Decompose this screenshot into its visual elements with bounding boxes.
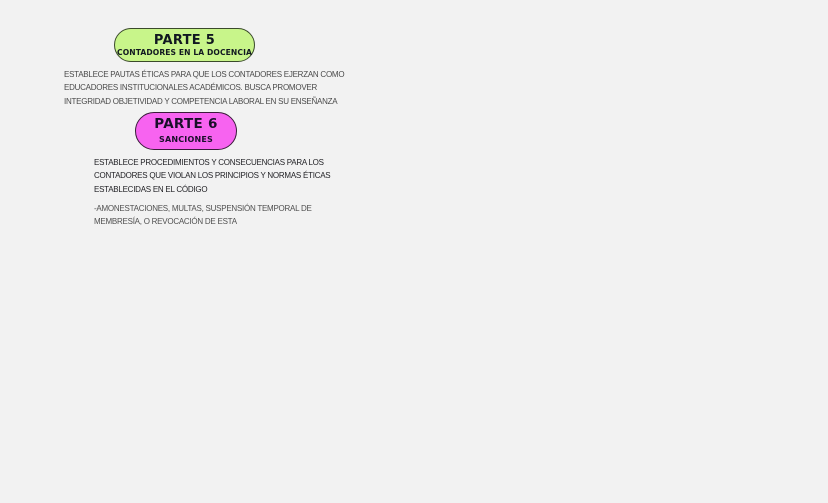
section-note-parte-6: -Amonestaciones, multas, suspensión temp…: [94, 202, 312, 229]
description-line: Establece pautas éticas para que los con…: [64, 70, 345, 79]
section-pill-parte-5: PARTE 5 CONTADORES EN LA DOCENCIA: [114, 28, 255, 62]
section-title: PARTE 6: [154, 116, 218, 133]
section-description-parte-6: Establece procedimientos y consecuencias…: [94, 156, 331, 196]
section-subtitle: CONTADORES EN LA DOCENCIA: [117, 47, 252, 57]
section-pill-parte-6: PARTE 6 SANCIONES: [135, 112, 237, 150]
note-line: membresía, o revocación de esta: [94, 217, 237, 227]
note-line: -Amonestaciones, multas, suspensión temp…: [94, 204, 312, 213]
section-title: PARTE 5: [153, 32, 216, 48]
description-line: establecidas en el código: [94, 184, 208, 194]
description-line: Establece procedimientos y consecuencias…: [94, 158, 324, 167]
section-description-parte-5: Establece pautas éticas para que los con…: [64, 68, 345, 108]
description-line: contadores que violan los principios y n…: [94, 171, 331, 181]
description-line: integridad objetividad y competencia lab…: [64, 96, 338, 106]
section-subtitle: SANCIONES: [158, 134, 214, 144]
description-line: educadores institucionales académicos. B…: [64, 83, 318, 93]
